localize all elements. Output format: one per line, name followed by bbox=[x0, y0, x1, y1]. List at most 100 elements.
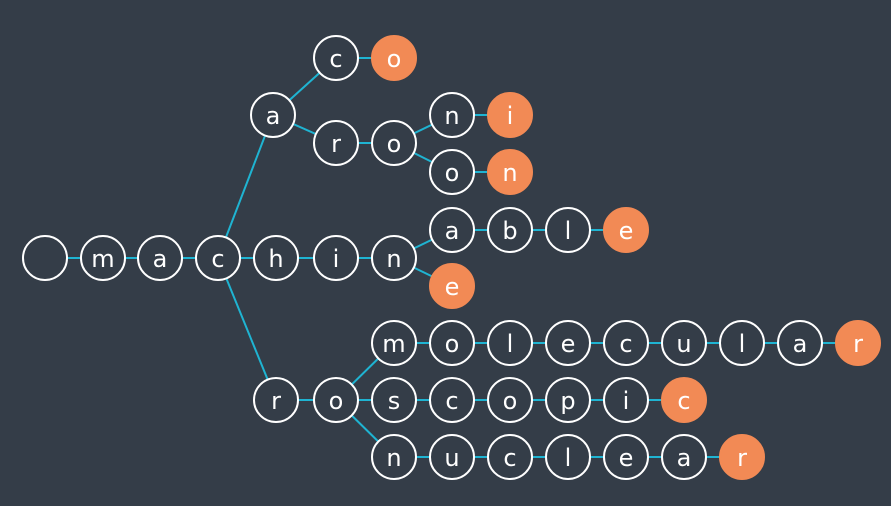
node-circle bbox=[137, 235, 183, 281]
node-circle bbox=[371, 434, 417, 480]
node-circle bbox=[429, 377, 475, 423]
node-m: m bbox=[80, 235, 126, 281]
node-circle bbox=[487, 207, 533, 253]
node-circle bbox=[313, 377, 359, 423]
edge-mac-maca bbox=[217, 114, 274, 259]
node-letter: o bbox=[329, 387, 344, 415]
node-letter: e bbox=[445, 273, 460, 301]
node-letter: u bbox=[676, 330, 691, 358]
terminal-node-macaco: o bbox=[371, 35, 417, 81]
node-letter: n bbox=[502, 159, 517, 187]
node-circle bbox=[253, 377, 299, 423]
node-letter: r bbox=[853, 330, 863, 358]
node-letter: e bbox=[619, 217, 634, 245]
node-macronuclea: a bbox=[661, 434, 707, 480]
node-letter: l bbox=[565, 444, 572, 472]
node-macromole: e bbox=[545, 320, 591, 366]
node-letter: n bbox=[386, 444, 401, 472]
node-machinab: b bbox=[487, 207, 533, 253]
terminal-node-macronuclear: r bbox=[719, 434, 765, 480]
node-macroscop: p bbox=[545, 377, 591, 423]
node-macrosc: c bbox=[429, 377, 475, 423]
node-letter: e bbox=[561, 330, 576, 358]
node-macromo: o bbox=[429, 320, 475, 366]
node-circle bbox=[777, 320, 823, 366]
node-letter: n bbox=[444, 102, 459, 130]
node-macros: s bbox=[371, 377, 417, 423]
node-macar: r bbox=[313, 120, 359, 166]
node-letter: h bbox=[268, 245, 283, 273]
node-letter: a bbox=[266, 102, 281, 130]
node-letter: p bbox=[560, 387, 575, 415]
node-macromolecul: l bbox=[719, 320, 765, 366]
node-mac: c bbox=[195, 235, 241, 281]
node-circle bbox=[487, 434, 533, 480]
node-circle bbox=[487, 92, 533, 138]
node-circle bbox=[835, 320, 881, 366]
node-macron: n bbox=[371, 434, 417, 480]
node-macro: o bbox=[313, 377, 359, 423]
node-letter: a bbox=[153, 245, 168, 273]
node-circle bbox=[429, 263, 475, 309]
node-letter: r bbox=[737, 444, 747, 472]
node-circle bbox=[545, 320, 591, 366]
node-letter: o bbox=[387, 130, 402, 158]
node-circle bbox=[313, 120, 359, 166]
node-circle bbox=[545, 207, 591, 253]
node-circle bbox=[429, 320, 475, 366]
node-circle bbox=[429, 207, 475, 253]
node-machinabl: l bbox=[545, 207, 591, 253]
node-circle bbox=[429, 92, 475, 138]
node-letter: i bbox=[507, 102, 514, 130]
node-macac: c bbox=[313, 35, 359, 81]
node-macronu: u bbox=[429, 434, 475, 480]
node-circle bbox=[250, 92, 296, 138]
node-macr: r bbox=[253, 377, 299, 423]
node-circle bbox=[603, 320, 649, 366]
node-circle bbox=[313, 235, 359, 281]
node-letter: c bbox=[677, 387, 690, 415]
node-letter: i bbox=[333, 245, 340, 273]
node-letter: a bbox=[793, 330, 808, 358]
node-circle bbox=[545, 434, 591, 480]
node-circle bbox=[371, 120, 417, 166]
node-circle bbox=[429, 149, 475, 195]
node-machina: a bbox=[429, 207, 475, 253]
node-letter: n bbox=[386, 245, 401, 273]
node-maca: a bbox=[250, 92, 296, 138]
edge-mac-macr bbox=[217, 257, 277, 401]
node-circle bbox=[661, 377, 707, 423]
node-circle bbox=[429, 434, 475, 480]
node-letter: c bbox=[445, 387, 458, 415]
node-letter: a bbox=[445, 217, 460, 245]
node-circle bbox=[487, 377, 533, 423]
node-macrosco: o bbox=[487, 377, 533, 423]
node-macaro: o bbox=[371, 120, 417, 166]
node-letter: m bbox=[382, 330, 405, 358]
node-macromolec: c bbox=[603, 320, 649, 366]
node-letter: l bbox=[739, 330, 746, 358]
node-circle bbox=[371, 320, 417, 366]
node-macaron: n bbox=[429, 92, 475, 138]
node-macromolecu: u bbox=[661, 320, 707, 366]
node-machin: n bbox=[371, 235, 417, 281]
node-circle bbox=[603, 434, 649, 480]
node-circle bbox=[313, 35, 359, 81]
node-circle bbox=[719, 434, 765, 480]
node-letter: r bbox=[271, 387, 281, 415]
terminal-node-macaroni: i bbox=[487, 92, 533, 138]
node-letter: i bbox=[623, 387, 630, 415]
node-circle bbox=[371, 35, 417, 81]
node-letter: m bbox=[91, 245, 114, 273]
node-letter: o bbox=[445, 330, 460, 358]
node-circle bbox=[195, 235, 241, 281]
node-letter: e bbox=[619, 444, 634, 472]
node-letter: c bbox=[211, 245, 224, 273]
node-letter: c bbox=[619, 330, 632, 358]
node-machi: i bbox=[313, 235, 359, 281]
node-ma: a bbox=[137, 235, 183, 281]
terminal-node-macroscopic: c bbox=[661, 377, 707, 423]
node-circle bbox=[603, 207, 649, 253]
